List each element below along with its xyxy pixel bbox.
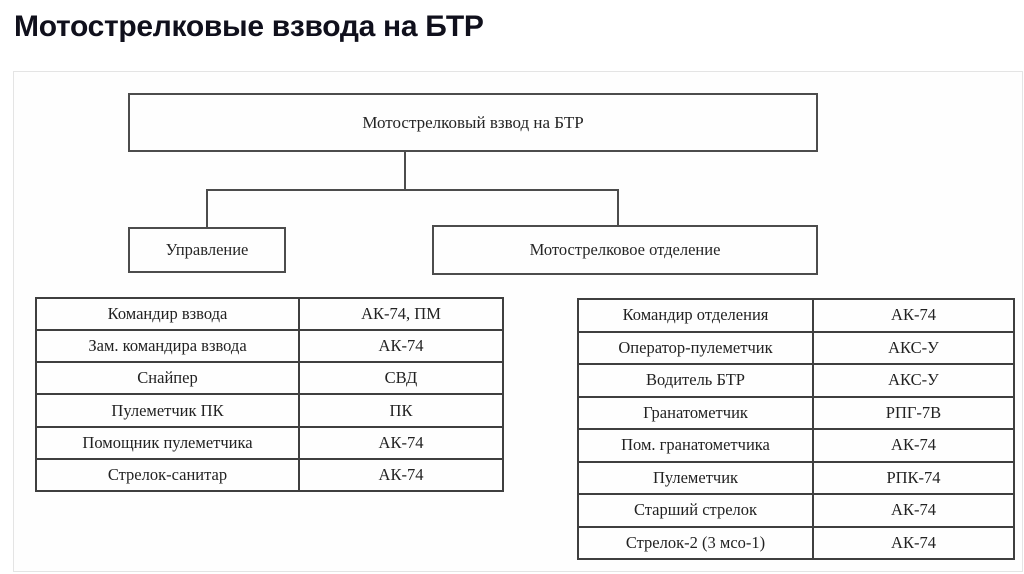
org-node-platoon: Мотострелковый взвод на БТР: [128, 93, 818, 152]
org-node-rifle-squad: Мотострелковое отделение: [432, 225, 818, 275]
role-cell: Стрелок-2 (3 мсо-1): [577, 525, 814, 560]
weapon-cell: АК-74: [298, 457, 504, 493]
weapon-cell: АК-74: [298, 425, 504, 460]
page-title: Мотострелковые взвода на БТР: [14, 10, 484, 43]
role-cell: Пулеметчик: [577, 460, 814, 495]
connector-stem: [404, 152, 406, 190]
role-cell: Пом. гранатометчика: [577, 428, 814, 463]
role-cell: Пулеметчик ПК: [35, 393, 300, 428]
connector-drop-right: [617, 189, 619, 227]
role-cell: Зам. командира взвода: [35, 329, 300, 364]
weapon-cell: АКС-У: [812, 330, 1015, 365]
role-cell: Командир отделения: [577, 298, 814, 333]
connector-drop-left: [206, 189, 208, 229]
role-cell: Водитель БТР: [577, 363, 814, 398]
role-cell: Оператор-пулеметчик: [577, 330, 814, 365]
role-cell: Гранатометчик: [577, 395, 814, 430]
role-cell: Стрелок-санитар: [35, 457, 300, 493]
role-cell: Командир взвода: [35, 296, 300, 332]
weapon-cell: АК-74, ПМ: [298, 296, 504, 332]
role-cell: Помощник пулеметчика: [35, 425, 300, 460]
weapon-cell: АКС-У: [812, 363, 1015, 398]
weapon-cell: АК-74: [298, 329, 504, 364]
connector-bar: [206, 189, 619, 191]
weapon-cell: ПК: [298, 393, 504, 428]
table-row: Стрелок-2 (3 мсо-1)АК-74: [577, 525, 1015, 560]
weapon-cell: АК-74: [812, 493, 1015, 528]
weapon-cell: АК-74: [812, 298, 1015, 333]
weapon-cell: СВД: [298, 361, 504, 396]
weapon-cell: АК-74: [812, 428, 1015, 463]
weapon-cell: АК-74: [812, 525, 1015, 560]
role-cell: Старший стрелок: [577, 493, 814, 528]
role-cell: Снайпер: [35, 361, 300, 396]
weapon-cell: РПГ-7В: [812, 395, 1015, 430]
org-node-command: Управление: [128, 227, 286, 273]
weapon-cell: РПК-74: [812, 460, 1015, 495]
